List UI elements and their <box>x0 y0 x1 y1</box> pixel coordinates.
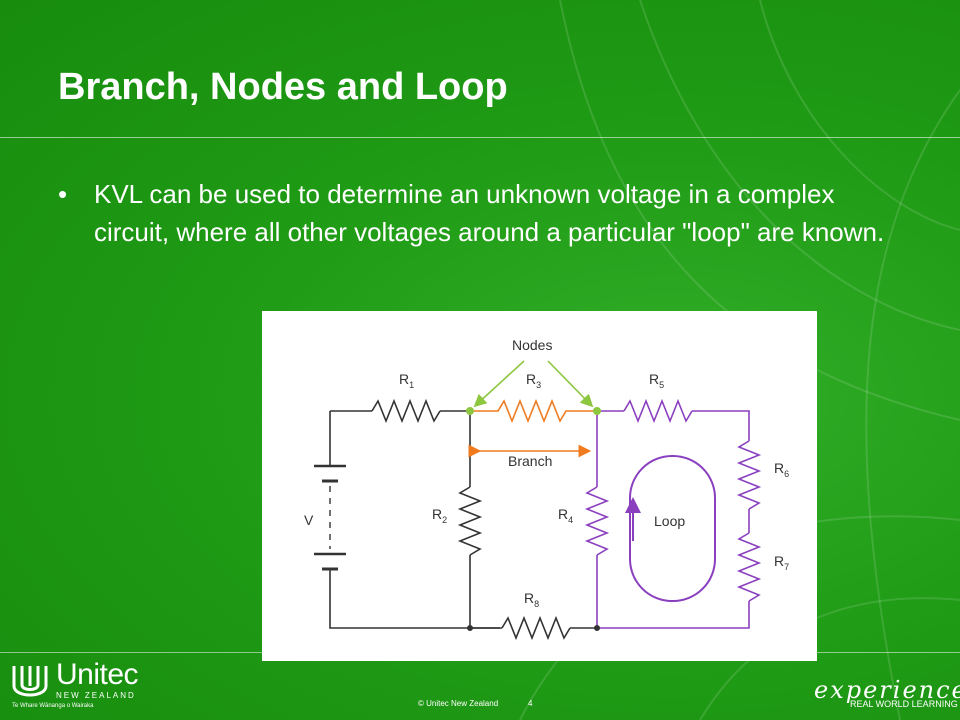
node-arrow-left <box>473 360 525 408</box>
branch-label: Branch <box>508 453 552 469</box>
battery-icon <box>314 464 346 571</box>
resistor-r6 <box>736 440 762 510</box>
circuit-diagram: Nodes Branch Loop V R1 R2 R3 R4 R5 R6 R7… <box>262 311 817 661</box>
loop-label: Loop <box>654 513 685 529</box>
logo-name: Unitec <box>56 658 139 691</box>
node-dot-bottom-left <box>467 625 473 631</box>
resistor-r1 <box>371 398 441 424</box>
loop-path <box>629 455 716 602</box>
brand-tagline: REAL WORLD LEARNING <box>850 699 958 709</box>
resistor-r4 <box>584 486 610 556</box>
r4-label: R4 <box>558 506 573 525</box>
r1-label: R1 <box>399 371 414 390</box>
r8-label: R8 <box>524 590 539 609</box>
r6-label: R6 <box>774 460 789 479</box>
nodes-label: Nodes <box>512 337 552 353</box>
node-dot-bottom-right <box>594 625 600 631</box>
experience-brand: experience REAL WORLD LEARNING <box>814 676 960 716</box>
r2-label: R2 <box>432 506 447 525</box>
resistor-r7 <box>736 532 762 602</box>
unitec-logo: Unitec NEW ZEALAND Te Whare Wānanga o Wa… <box>10 658 150 714</box>
bullet-text: KVL can be used to determine an unknown … <box>94 179 885 247</box>
logo-maori-name: Te Whare Wānanga o Wairaka <box>12 703 94 709</box>
node-dot-left <box>466 407 474 415</box>
r3-label: R3 <box>526 371 541 390</box>
r7-label: R7 <box>774 553 789 572</box>
resistor-r5 <box>623 398 693 424</box>
node-dot-right <box>593 407 601 415</box>
brand-word: experience <box>814 676 960 704</box>
logo-subtitle: NEW ZEALAND <box>56 691 136 700</box>
wire-r5-corner <box>692 410 750 441</box>
unitec-logo-icon <box>12 666 48 697</box>
bullet-marker: • <box>58 179 68 209</box>
resistor-r3 <box>470 398 597 424</box>
node-arrow-right <box>547 360 594 408</box>
page-number: 4 <box>528 699 533 708</box>
wire-left-bottom <box>329 569 500 629</box>
resistor-r8 <box>501 615 571 641</box>
voltage-source-label: V <box>304 512 314 528</box>
title-divider <box>0 137 960 138</box>
slide-title: Branch, Nodes and Loop <box>58 66 508 108</box>
resistor-r2 <box>457 486 483 556</box>
r5-label: R5 <box>649 371 664 390</box>
footer-copyright: © Unitec New Zealand <box>418 699 499 708</box>
circuit-svg: Nodes Branch Loop V R1 R2 R3 R4 R5 R6 R7… <box>304 337 789 641</box>
wire-r7-bottom <box>597 601 750 629</box>
footer-divider <box>0 652 960 653</box>
